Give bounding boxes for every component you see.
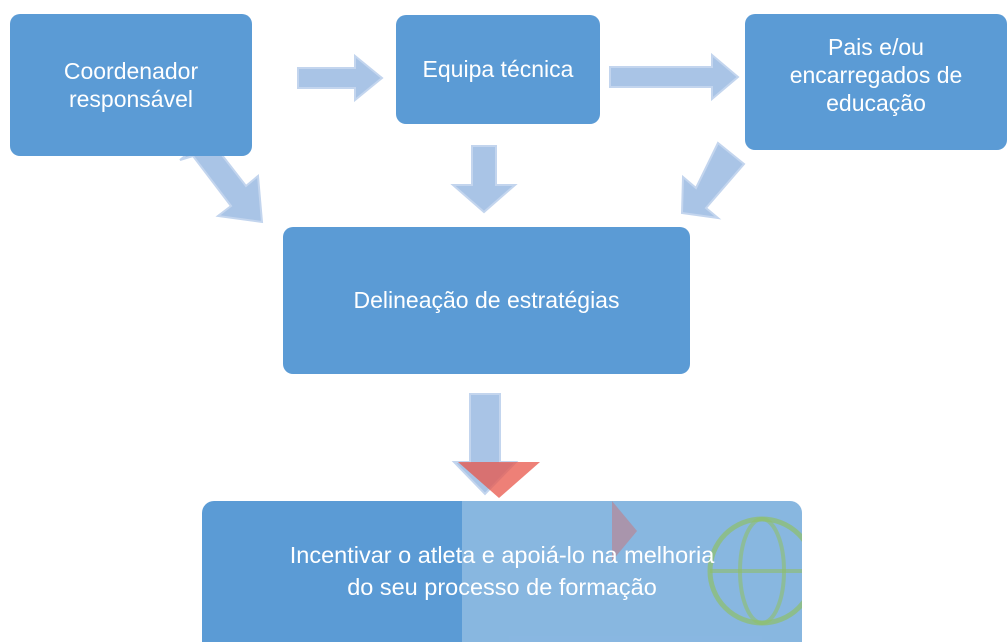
node-parents: Pais e/ou encarregados de educação [745, 14, 1007, 150]
node-strategies: Delineação de estratégias [283, 227, 690, 374]
node-parents-label: Pais e/ou encarregados de educação [789, 33, 963, 117]
node-coordinator-label: Coordenador responsável [63, 57, 199, 112]
node-goal-line2: do seu processo de formação [347, 573, 657, 600]
arrow-right-icon [609, 52, 740, 102]
node-technical-team: Equipa técnica [396, 15, 600, 124]
watermark-globe [612, 501, 802, 626]
node-strategies-label: Delineação de estratégias [353, 287, 620, 314]
node-goal: Incentivar o atleta e apoiá-lo na melhor… [202, 501, 802, 642]
watermark-logo-icon [462, 501, 802, 642]
arrow-right-icon [297, 53, 384, 103]
watermark-logo-icon [458, 462, 540, 498]
node-technical-team-label: Equipa técnica [422, 56, 574, 83]
arrow-down-icon [450, 145, 518, 214]
node-goal-line1: Incentivar o atleta e apoiá-lo na melhor… [289, 541, 715, 568]
node-coordinator: Coordenador responsável [10, 14, 252, 156]
arrow-down-left-icon [680, 141, 746, 220]
